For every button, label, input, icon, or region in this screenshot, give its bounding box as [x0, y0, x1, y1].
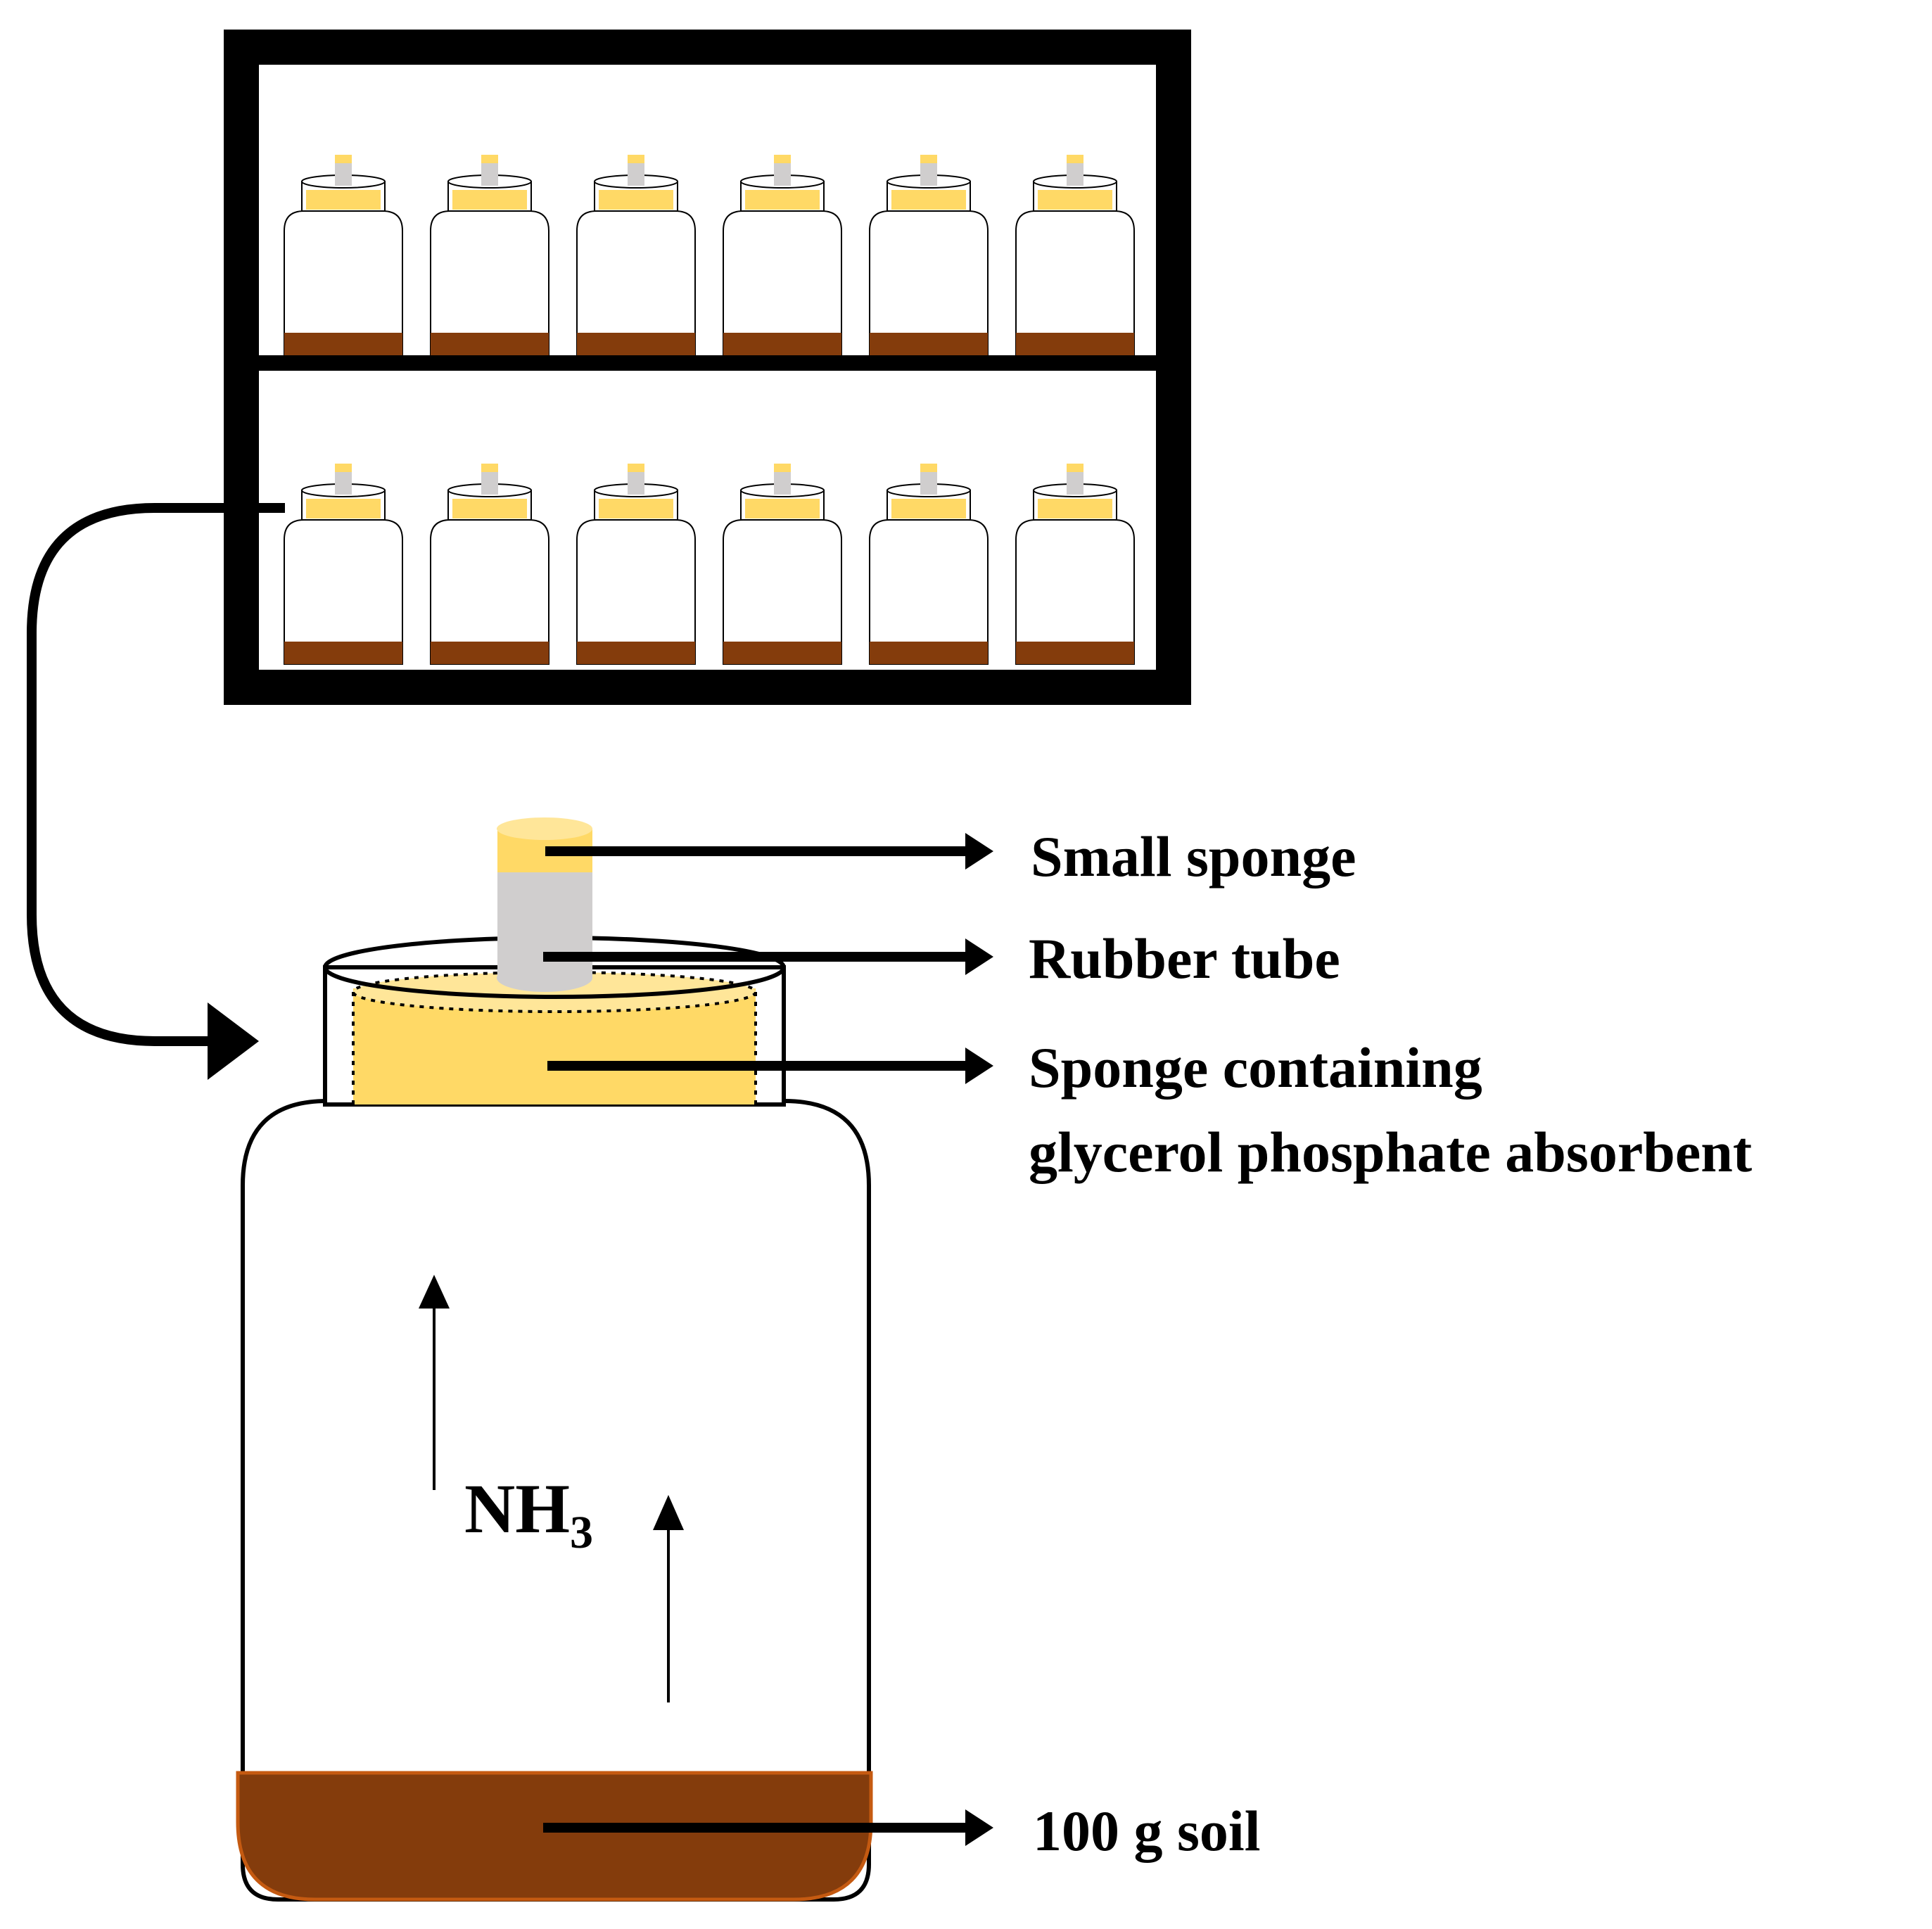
incubation-shelf: [224, 30, 1191, 705]
shelf-jar: [284, 155, 403, 356]
shelf-jar-soil: [431, 642, 549, 664]
shelf-jar-small-sponge: [628, 464, 644, 472]
label-rubber-tube: Rubber tube: [1029, 927, 1340, 991]
shelf-jar-small-sponge: [628, 155, 644, 163]
shelf-jar: [576, 155, 696, 356]
shelf-jar-sponge: [452, 499, 527, 518]
connector-line: [27, 503, 285, 1046]
pointer-sponge-head: [965, 1048, 993, 1084]
shelf-jar-tube: [481, 471, 498, 495]
shelf-jar-small-sponge: [1067, 464, 1083, 472]
shelf-jar-soil: [1016, 642, 1134, 664]
shelf-divider: [241, 355, 1174, 371]
gas-label-main: NH: [464, 1470, 570, 1548]
shelf-jar-small-sponge: [335, 464, 352, 472]
shelf-jar-small-sponge: [335, 155, 352, 163]
shelf-jar-soil: [284, 642, 402, 664]
pointer-small-sponge-head: [965, 833, 993, 870]
gas-arrow-right-head: [653, 1495, 684, 1530]
shelf-jar-soil: [284, 333, 402, 355]
shelf-jar-small-sponge: [481, 464, 498, 472]
pointer-rubber-tube-head: [965, 938, 993, 975]
shelf-jar-soil: [723, 642, 841, 664]
shelf-jar-tube: [920, 162, 937, 186]
shelf-jar-soil: [1016, 333, 1134, 355]
shelf-jar: [1015, 155, 1135, 356]
shelf-jar: [1015, 464, 1135, 665]
small-sponge-top: [497, 817, 592, 840]
shelf-jar-tube: [774, 471, 791, 495]
shelf-jar: [723, 155, 842, 356]
shelf-jar-tube: [1067, 471, 1083, 495]
shelf-jar-sponge: [745, 190, 820, 210]
shelf-jar-sponge: [306, 499, 381, 518]
connector-arrow: [27, 503, 285, 1080]
label-sponge-line2: glycerol phosphate absorbent: [1029, 1120, 1752, 1184]
shelf-jar-sponge: [891, 190, 966, 210]
label-sponge-line1: Sponge containing: [1029, 1036, 1482, 1100]
shelf-jar-small-sponge: [1067, 155, 1083, 163]
shelf-jar-sponge: [745, 499, 820, 518]
callout-pointers: [543, 833, 993, 1846]
shelf-jar-small-sponge: [920, 155, 937, 163]
shelf-jar-tube: [628, 471, 644, 495]
shelf-jar: [430, 155, 549, 356]
shelf-jar-tube: [335, 471, 352, 495]
gas-label: NH3: [464, 1470, 593, 1558]
shelf-jar-soil: [577, 642, 695, 664]
shelf-jar-small-sponge: [774, 155, 791, 163]
gas-arrow-left-head: [419, 1275, 450, 1309]
shelf-jar: [723, 464, 842, 665]
shelf-jar-small-sponge: [481, 155, 498, 163]
connector-arrowhead: [208, 1002, 259, 1080]
shelf-jar-tube: [481, 162, 498, 186]
shelf-jar: [869, 464, 989, 665]
shelf-jar-sponge: [891, 499, 966, 518]
shelf-row-top: [284, 155, 1135, 356]
pointer-soil-head: [965, 1809, 993, 1846]
shelf-jar-soil: [870, 333, 988, 355]
label-soil: 100 g soil: [1033, 1799, 1260, 1863]
shelf-jar-sponge: [1038, 190, 1112, 210]
label-small-sponge: Small sponge: [1031, 825, 1356, 889]
shelf-jar-soil: [723, 333, 841, 355]
shelf-jar-tube: [628, 162, 644, 186]
shelf-jar-sponge: [452, 190, 527, 210]
shelf-jar-small-sponge: [920, 464, 937, 472]
shelf-jar-sponge: [599, 499, 673, 518]
shelf-jar-sponge: [599, 190, 673, 210]
shelf-jar-sponge: [1038, 499, 1112, 518]
absorbent-sponge-top: [353, 972, 756, 1012]
detailed-jar: NH3: [236, 817, 873, 1902]
shelf-jar: [284, 464, 403, 665]
shelf-row-bottom: [284, 464, 1135, 665]
gas-label-subscript: 3: [570, 1507, 593, 1558]
rubber-tube-bottom: [497, 964, 592, 992]
jar-soil: [236, 1771, 873, 1902]
jar-body: [241, 1099, 871, 1902]
shelf-jar: [576, 464, 696, 665]
shelf-jar-tube: [774, 162, 791, 186]
shelf-jar-tube: [335, 162, 352, 186]
shelf-jar-tube: [1067, 162, 1083, 186]
shelf-jar-sponge: [306, 190, 381, 210]
shelf-jar: [430, 464, 549, 665]
shelf-jar-soil: [577, 333, 695, 355]
shelf-jar-small-sponge: [774, 464, 791, 472]
shelf-jar: [869, 155, 989, 356]
shelf-jar-soil: [870, 642, 988, 664]
shelf-jar-soil: [431, 333, 549, 355]
shelf-jar-tube: [920, 471, 937, 495]
